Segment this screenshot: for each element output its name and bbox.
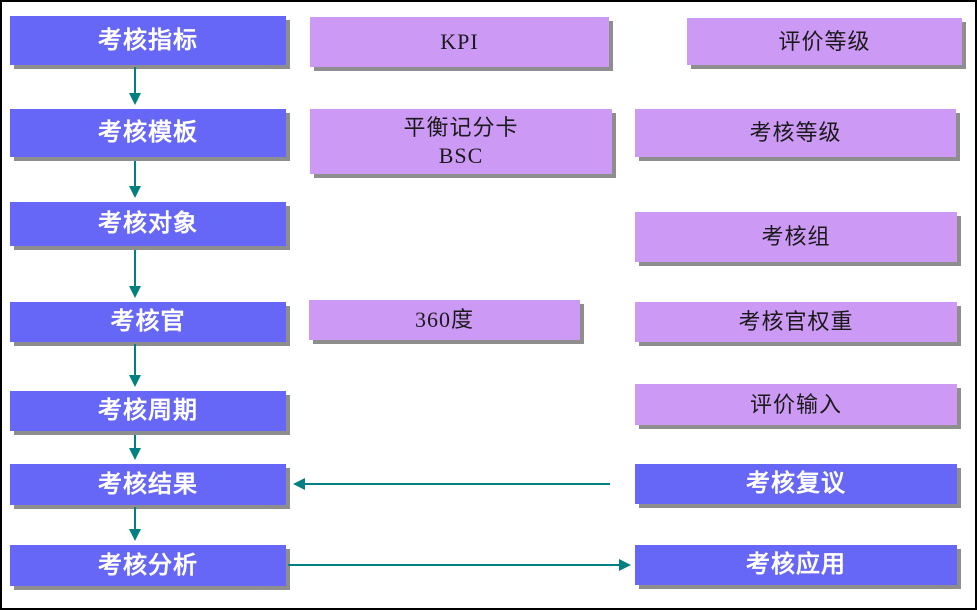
method-label: 360度	[414, 307, 474, 333]
step-label: 考核模板	[98, 120, 198, 146]
step-assessment-period: 考核周期	[10, 391, 286, 431]
step-assessment-indicator: 考核指标	[10, 16, 286, 65]
method-360-degree: 360度	[309, 300, 580, 340]
method-kpi: KPI	[310, 17, 609, 67]
support-assessor-weight: 考核官权重	[635, 302, 957, 342]
support-label: 评价输入	[749, 391, 842, 417]
support-label: 考核应用	[746, 552, 846, 578]
step-label: 考核官	[110, 309, 186, 335]
step-assessment-template: 考核模板	[10, 109, 286, 157]
method-balanced-scorecard: 平衡记分卡 BSC	[310, 109, 612, 174]
step-assessment-object: 考核对象	[10, 202, 286, 246]
step-label: 考核周期	[98, 398, 198, 424]
support-assessment-grade: 考核等级	[635, 109, 956, 157]
support-label: 考核官权重	[738, 309, 854, 335]
method-label-line1: 平衡记分卡	[403, 115, 519, 140]
support-label: 考核组	[761, 224, 831, 250]
step-label: 考核结果	[98, 471, 198, 498]
support-label: 评价等级	[778, 28, 871, 54]
support-label: 考核复议	[746, 471, 846, 497]
step-label: 考核对象	[98, 211, 198, 237]
support-evaluation-grade: 评价等级	[687, 18, 962, 65]
step-assessor: 考核官	[10, 302, 286, 342]
step-assessment-analysis: 考核分析	[10, 545, 286, 586]
step-assessment-result: 考核结果	[10, 464, 286, 505]
support-assessment-application: 考核应用	[635, 545, 957, 585]
support-label: 考核等级	[749, 120, 842, 146]
support-assessment-review: 考核复议	[635, 464, 957, 504]
step-label: 考核分析	[98, 552, 198, 579]
support-evaluation-input: 评价输入	[635, 384, 957, 425]
step-label: 考核指标	[98, 27, 198, 54]
support-assessment-group: 考核组	[635, 212, 957, 262]
method-label-line2: BSC	[438, 142, 484, 168]
method-label: KPI	[440, 29, 479, 55]
